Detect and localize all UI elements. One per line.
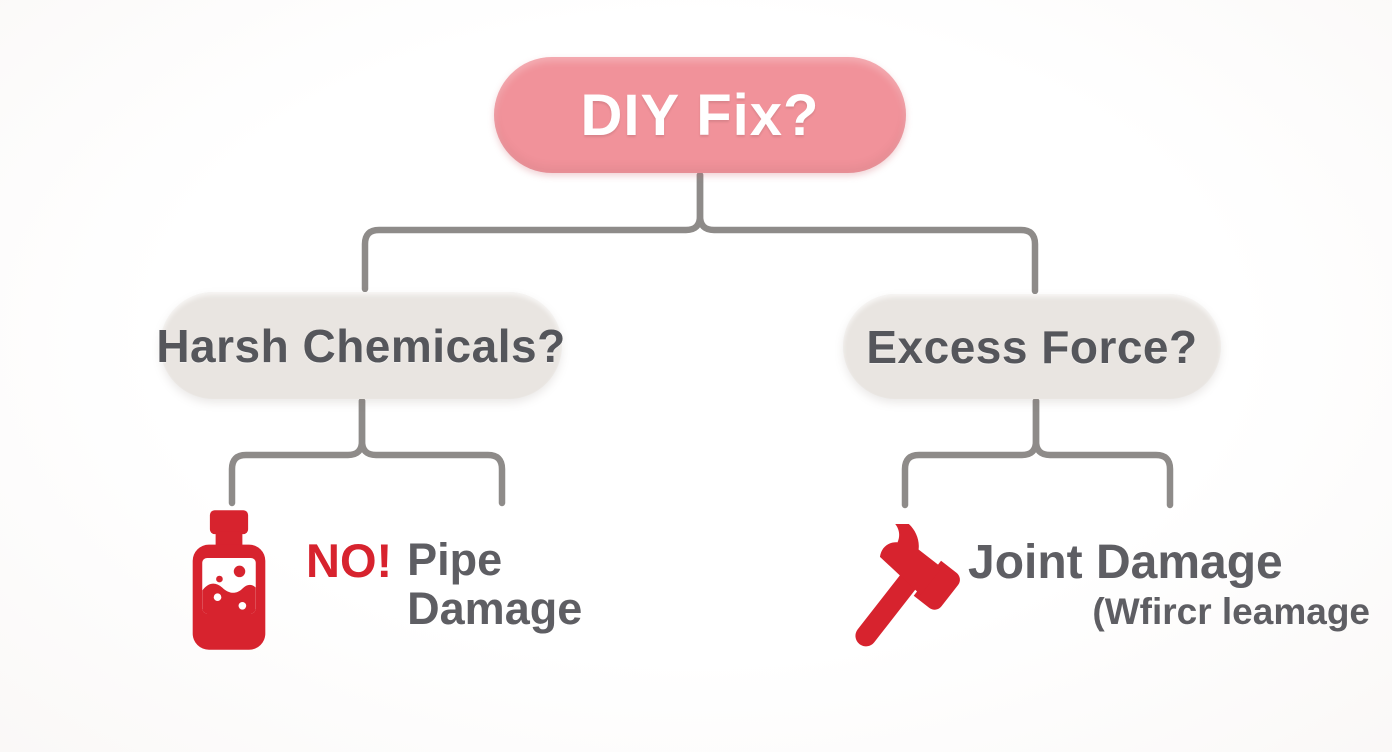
outcome-joint-damage-label: Joint Damage — [968, 536, 1283, 589]
chemical-bottle-icon — [186, 505, 272, 655]
connector-harsh-to-bottle — [228, 397, 366, 507]
connector-excess-to-joint-damage — [1032, 397, 1174, 509]
outcome-joint-damage-sublabel: (Wfircr leamage — [1092, 591, 1370, 633]
root-node-label: DIY Fix? — [580, 82, 820, 148]
outcome-pipe-damage: NO! Pipe Damage — [306, 534, 583, 634]
outcome-pipe-damage-label: Pipe Damage — [407, 534, 583, 634]
connector-harsh-to-pipe-damage — [358, 397, 506, 507]
question-node-harsh-chemicals: Harsh Chemicals? — [156, 292, 565, 399]
root-node: DIY Fix? — [494, 57, 906, 173]
connector-root-to-harsh-chemicals — [361, 171, 704, 293]
outcome-warning-label: NO! — [306, 534, 393, 587]
connector-excess-to-hammer — [901, 397, 1040, 509]
question-label-harsh-chemicals: Harsh Chemicals? — [156, 319, 566, 372]
hammer-icon — [818, 524, 990, 672]
question-label-excess-force: Excess Force? — [866, 320, 1198, 373]
outcome-joint-damage: Joint Damage (Wfircr leamage — [968, 536, 1370, 633]
question-node-excess-force: Excess Force? — [843, 294, 1221, 399]
connector-root-to-excess-force — [696, 171, 1039, 295]
